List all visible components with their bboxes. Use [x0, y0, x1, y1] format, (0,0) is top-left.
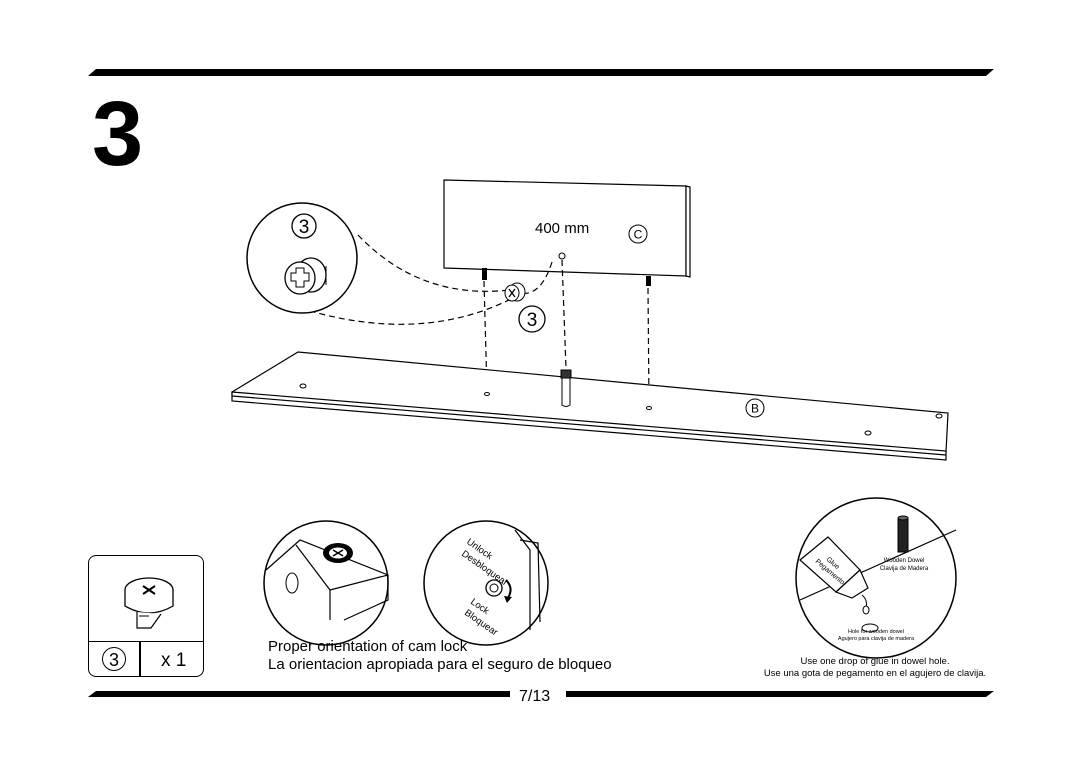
hole-en: Hole for wooden dowel — [848, 629, 904, 635]
dowel-left — [482, 268, 487, 280]
cam-lock-part — [504, 282, 526, 302]
bottom-rule-right — [566, 691, 994, 697]
step-number: 3 — [92, 83, 144, 185]
hardware-quantity-box: 3 x 1 — [88, 555, 204, 677]
quantity-count: x 1 — [161, 650, 187, 671]
bottom-rule-left — [88, 691, 510, 697]
panel-c-dimension: 400 mm — [535, 220, 589, 237]
cam-lock-icon — [124, 577, 174, 629]
panel-b-label: B — [751, 402, 759, 416]
cam-hole — [558, 252, 566, 260]
part-label-circle — [518, 305, 546, 333]
dowel-es: Clavija de Madera — [880, 566, 929, 572]
top-rule — [88, 69, 994, 76]
panel-c-label: C — [634, 228, 643, 242]
glue-note-es: Use una gota de pegamento en el agujero … — [763, 668, 987, 679]
quantity-divider — [139, 642, 141, 676]
zoom-callout: 3 — [246, 202, 358, 314]
cam-lock-caption-en: Proper orientation of cam lock — [268, 638, 468, 655]
hole-es: Agujero para clavija de madera — [838, 636, 915, 642]
part-label: 3 — [527, 310, 538, 331]
panel-b-holes — [299, 383, 943, 436]
callout-part: 3 — [299, 217, 310, 238]
glue-note-en: Use one drop of glue in dowel hole. — [800, 656, 950, 667]
panel-b-label-circle — [745, 398, 765, 418]
cam-lock-caption-es: La orientacion apropiada para el seguro … — [268, 656, 612, 673]
panel-c: 400 mm C — [443, 179, 691, 278]
panel-c-label-circle — [628, 224, 648, 244]
page-number: 7/13 — [515, 688, 555, 706]
glue-circle: Glue Pegamento Wooden Dowel Clavija de M… — [795, 497, 957, 659]
quantity-part-number: 3 — [102, 647, 126, 671]
orientation-circle-2: Unlock Desbloquear Lock Bloquear — [423, 520, 549, 646]
dowel-right — [646, 276, 651, 286]
panel-b — [231, 351, 949, 461]
orientation-circle-1 — [263, 520, 389, 646]
dowel-en: Wooden Dowel — [884, 558, 925, 564]
wooden-dowel — [897, 517, 909, 553]
cam-bolt — [560, 369, 572, 407]
quantity-row: 3 x 1 — [89, 641, 203, 676]
